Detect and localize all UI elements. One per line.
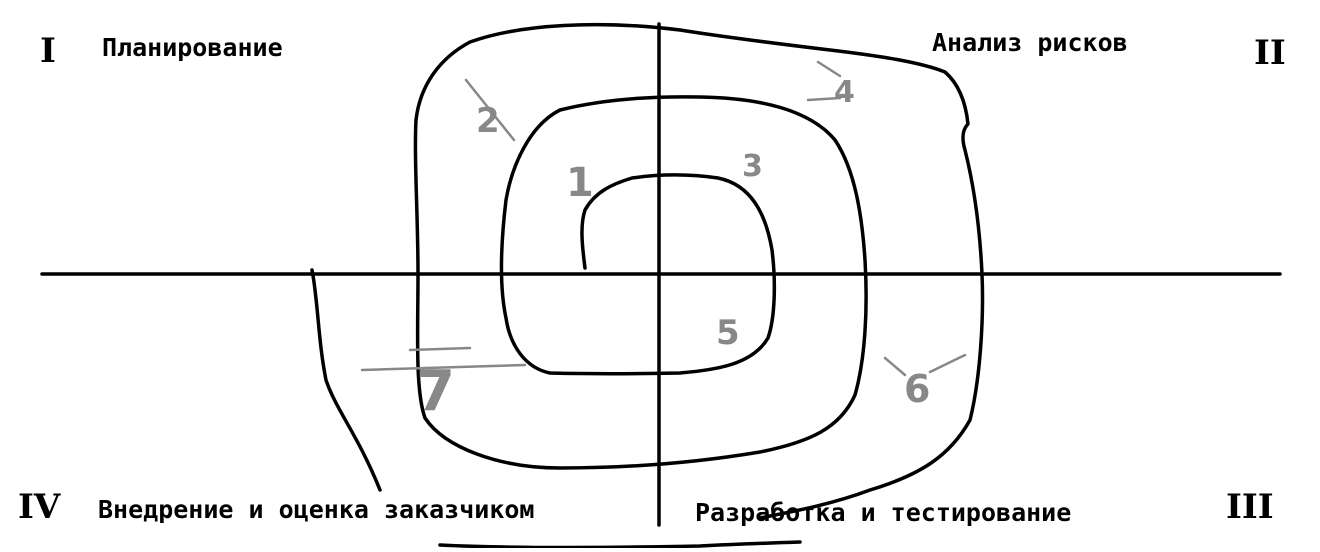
quadrant-4-numeral: IV <box>18 487 61 527</box>
tick-7b <box>408 346 472 352</box>
spiral-bottom-edge <box>438 540 802 550</box>
marker-5: 5 <box>716 313 740 353</box>
marker-6: 6 <box>904 367 930 411</box>
spiral-outer-tail <box>310 268 382 492</box>
quadrant-3-numeral: III <box>1226 487 1274 527</box>
marker-2: 2 <box>476 101 500 141</box>
quadrant-3-label: Разработка и тестирование <box>695 498 1072 527</box>
marker-1: 1 <box>566 160 594 206</box>
tick-7a <box>360 363 527 372</box>
quadrant-1-label: Планирование <box>102 33 283 62</box>
tick-4b <box>806 96 842 102</box>
marker-7: 7 <box>416 359 455 424</box>
quadrant-2-numeral: II <box>1254 33 1286 73</box>
marker-3: 3 <box>742 149 763 184</box>
tick-2 <box>464 78 516 142</box>
spiral-curve <box>413 22 985 520</box>
quadrant-2-label: Анализ рисков <box>932 28 1128 57</box>
tick-4a <box>816 60 842 78</box>
quadrant-4-label: Внедрение и оценка заказчиком <box>98 495 535 524</box>
quadrant-1-numeral: I <box>40 31 56 71</box>
tick-6b <box>928 353 967 374</box>
marker-4: 4 <box>834 75 855 110</box>
tick-6a <box>883 356 907 377</box>
